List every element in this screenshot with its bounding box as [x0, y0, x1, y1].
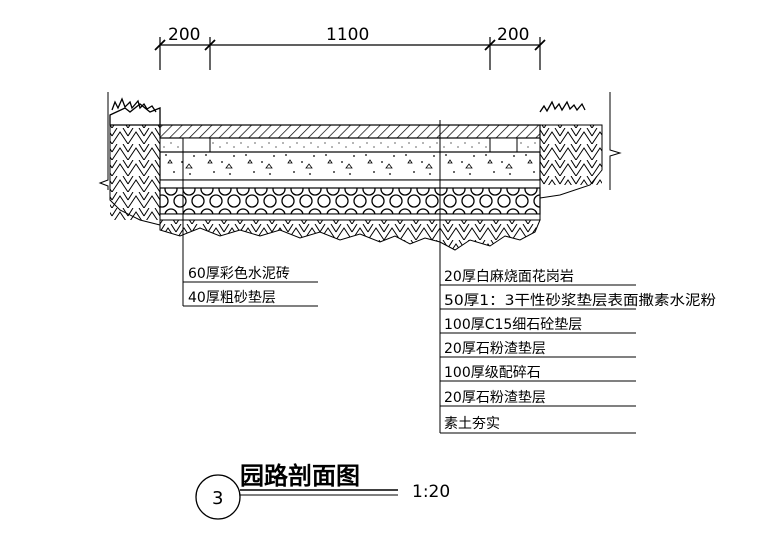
drawing-title: 园路剖面图	[240, 462, 360, 490]
dimension-left: 200	[168, 25, 200, 45]
title-block	[195, 474, 398, 520]
right-ground	[539, 92, 622, 199]
label-left-1: 40厚粗砂垫层	[188, 290, 276, 306]
dimension-right: 200	[497, 25, 529, 45]
label-right-2: 100厚C15细石砼垫层	[444, 317, 582, 333]
left-ground	[98, 92, 161, 226]
label-right-1: 50厚1：3干性砂浆垫层表面撒素水泥粉	[444, 293, 716, 309]
right-label-lines	[439, 265, 636, 434]
drawing-number: 3	[212, 488, 223, 509]
label-left-0: 60厚彩色水泥砖	[188, 265, 290, 282]
label-right-6: 素土夯实	[444, 416, 500, 432]
left-label-lines	[183, 281, 318, 307]
label-right-3: 20厚石粉渣垫层	[444, 341, 546, 357]
dimension-middle: 1100	[326, 25, 369, 45]
label-right-4: 100厚级配碎石	[444, 365, 541, 381]
pavement-section	[159, 120, 541, 306]
label-right-5: 20厚石粉渣垫层	[444, 390, 546, 406]
drawing-scale: 1:20	[412, 482, 450, 502]
dimension-line	[154, 37, 546, 70]
label-right-0: 20厚白麻烧面花岗岩	[444, 269, 574, 285]
